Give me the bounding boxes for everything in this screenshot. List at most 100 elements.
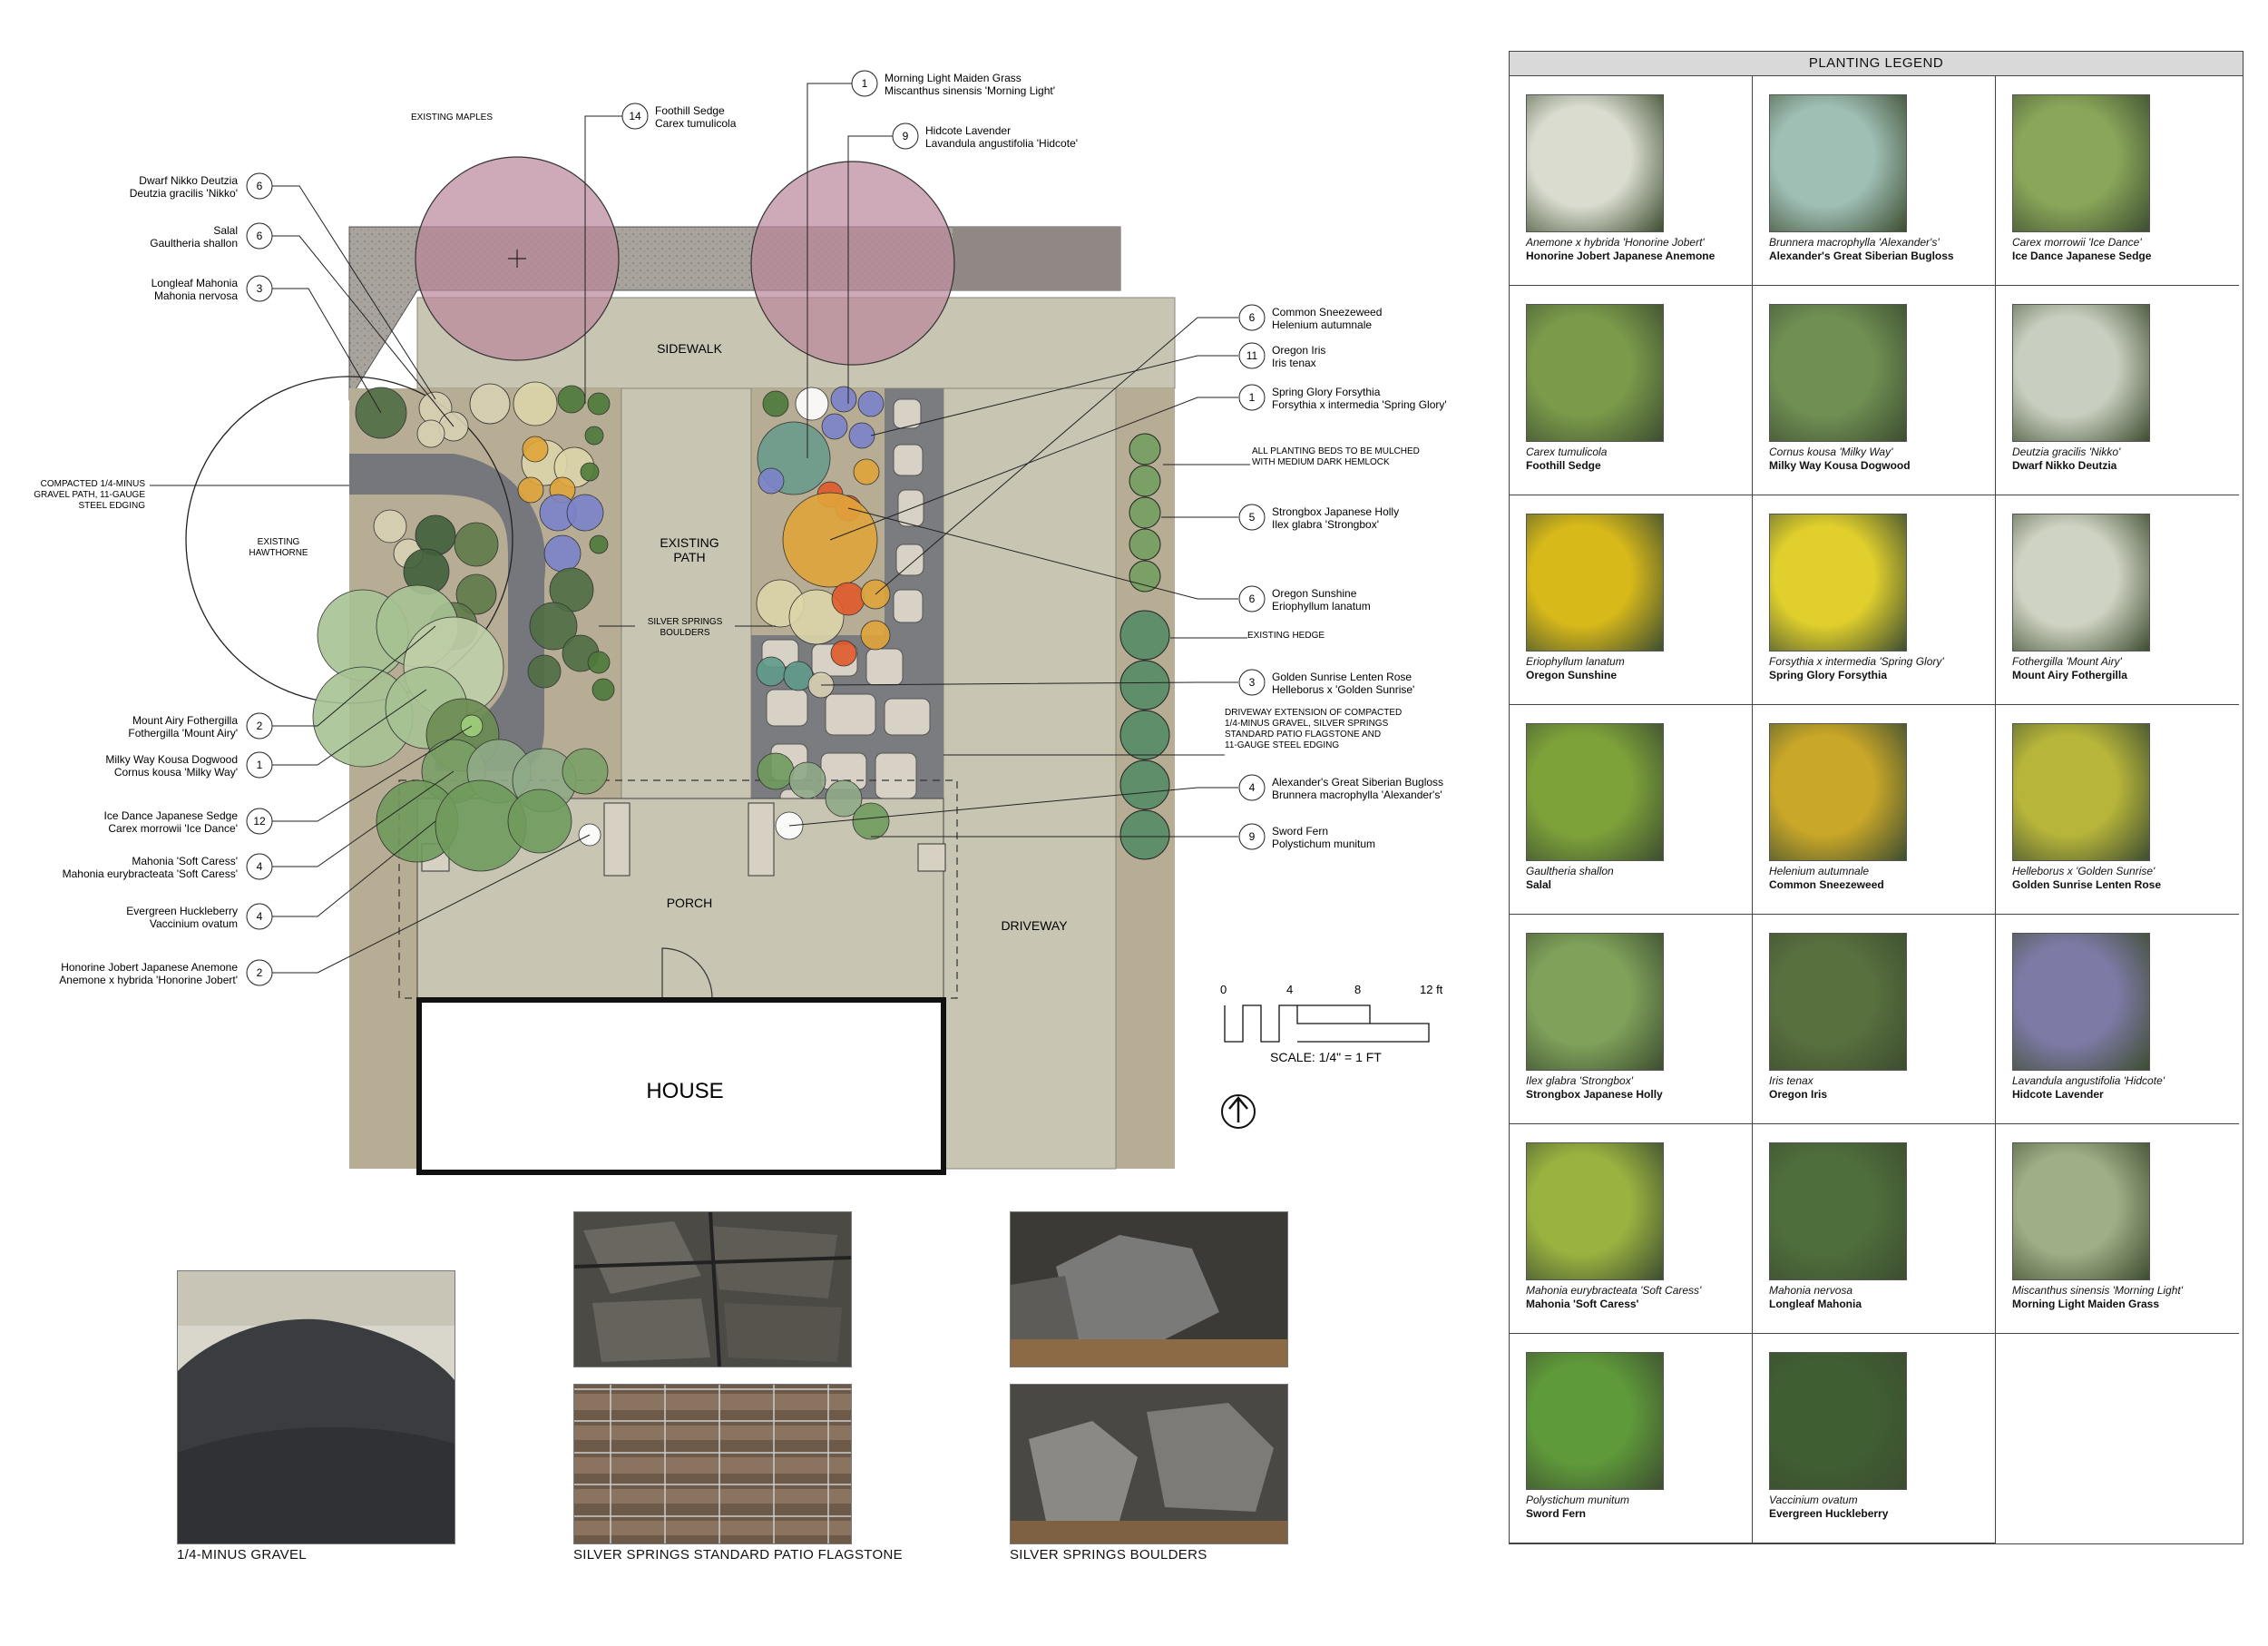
legend-grid: Anemone x hybrida 'Honorine Jobert'Honor… xyxy=(1510,76,2243,1543)
plant-symbols xyxy=(312,250,891,872)
north-arrow-icon xyxy=(1221,1094,1256,1129)
svg-text:11: 11 xyxy=(1246,349,1258,362)
svg-text:4: 4 xyxy=(257,910,263,923)
legend-botanical-name: Forsythia x intermedia 'Spring Glory' xyxy=(1769,655,1944,668)
legend-item: Cornus kousa 'Milky Way'Milky Way Kousa … xyxy=(1753,286,1996,495)
svg-text:Sword Fern: Sword Fern xyxy=(1272,825,1328,838)
gravel-photo xyxy=(177,1270,455,1544)
svg-text:Helenium autumnale: Helenium autumnale xyxy=(1272,318,1372,331)
holly-symbol xyxy=(1129,433,1161,465)
white-shrub-photo xyxy=(2012,304,2150,442)
holly-photo xyxy=(1526,933,1664,1071)
flagstone-photo-2 xyxy=(573,1384,852,1544)
plant-symbol xyxy=(562,748,609,795)
front-door xyxy=(661,947,713,999)
porch-post-left-1 xyxy=(603,802,631,877)
svg-text:2: 2 xyxy=(257,966,263,979)
svg-text:1: 1 xyxy=(257,759,263,771)
existing-maples-label: EXISTING MAPLES xyxy=(411,113,493,122)
mahonia-soft-caress-photo xyxy=(1526,1142,1664,1280)
svg-text:Lavandula angustifolia 'Hidcot: Lavandula angustifolia 'Hidcote' xyxy=(925,137,1078,150)
svg-text:Honorine Jobert Japanese Anemo: Honorine Jobert Japanese Anemone xyxy=(61,961,238,974)
plant-symbol xyxy=(373,509,407,544)
svg-text:6: 6 xyxy=(1249,593,1256,605)
dogwood-tree-photo xyxy=(1769,304,1907,442)
plant-symbol xyxy=(795,387,829,421)
plant-symbol xyxy=(517,476,544,504)
legend-title: PLANTING LEGEND xyxy=(1510,52,2243,76)
plant-symbol xyxy=(587,392,611,416)
legend-botanical-name: Anemone x hybrida 'Honorine Jobert' xyxy=(1526,236,1705,249)
legend-item: Brunnera macrophylla 'Alexander's'Alexan… xyxy=(1753,76,1996,286)
salal-photo xyxy=(1526,723,1664,861)
legend-item: Deutzia gracilis 'Nikko'Dwarf Nikko Deut… xyxy=(1996,286,2239,495)
plant-symbol xyxy=(507,789,572,854)
plant-symbol xyxy=(830,386,857,413)
legend-item: Carex morrowii 'Ice Dance'Ice Dance Japa… xyxy=(1996,76,2239,286)
plant-symbol xyxy=(469,383,511,425)
gravel-path xyxy=(349,454,546,771)
legend-botanical-name: Eriophyllum lanatum xyxy=(1526,655,1625,668)
svg-text:Fothergilla 'Mount Airy': Fothergilla 'Mount Airy' xyxy=(128,727,238,740)
svg-text:Evergreen Huckleberry: Evergreen Huckleberry xyxy=(126,905,238,917)
svg-text:Mount Airy Fothergilla: Mount Airy Fothergilla xyxy=(132,714,238,727)
svg-text:Mahonia eurybracteata 'Soft Ca: Mahonia eurybracteata 'Soft Caress' xyxy=(63,867,238,880)
svg-text:Deutzia gracilis 'Nikko': Deutzia gracilis 'Nikko' xyxy=(130,187,238,200)
porch-pier-right xyxy=(917,843,946,872)
existing-hedge xyxy=(1119,433,1170,860)
porch-post-left-2 xyxy=(748,802,775,877)
svg-text:1: 1 xyxy=(862,77,868,90)
svg-text:14: 14 xyxy=(629,110,641,122)
svg-text:Polystichum munitum: Polystichum munitum xyxy=(1272,838,1375,850)
legend-botanical-name: Helleborus x 'Golden Sunrise' xyxy=(2012,865,2156,877)
svg-text:Cornus kousa 'Milky Way': Cornus kousa 'Milky Way' xyxy=(114,766,238,779)
plant-symbol xyxy=(788,761,826,799)
plant-symbol xyxy=(821,413,848,440)
sneezeweed-photo xyxy=(1769,723,1907,861)
scale-tick-4: 4 xyxy=(1286,983,1293,996)
plant-symbol xyxy=(589,534,609,554)
house xyxy=(416,997,946,1175)
legend-botanical-name: Carex tumulicola xyxy=(1526,446,1608,458)
svg-text:Dwarf Nikko Deutzia: Dwarf Nikko Deutzia xyxy=(139,174,238,187)
svg-text:2: 2 xyxy=(257,720,263,732)
svg-text:Foothill Sedge: Foothill Sedge xyxy=(655,104,725,117)
forsythia-photo xyxy=(1769,514,1907,652)
svg-text:Morning Light Maiden Grass: Morning Light Maiden Grass xyxy=(885,72,1022,84)
lavender-photo xyxy=(2012,933,2150,1071)
legend-botanical-name: Cornus kousa 'Milky Way' xyxy=(1769,446,1893,458)
svg-text:9: 9 xyxy=(1249,830,1256,843)
legend-item: Miscanthus sinensis 'Morning Light'Morni… xyxy=(1996,1124,2239,1334)
parking-strip-right xyxy=(953,227,1120,290)
plant-symbol xyxy=(455,573,497,615)
legend-botanical-name: Vaccinium ovatum xyxy=(1769,1494,1858,1506)
legend-botanical-name: Carex morrowii 'Ice Dance' xyxy=(2012,236,2142,249)
plant-symbol xyxy=(513,381,558,426)
legend-botanical-name: Lavandula angustifolia 'Hidcote' xyxy=(2012,1074,2165,1087)
scale-tick-8: 8 xyxy=(1354,983,1361,996)
svg-text:6: 6 xyxy=(257,230,263,242)
plant-symbol xyxy=(831,582,865,616)
svg-text:Hidcote Lavender: Hidcote Lavender xyxy=(925,124,1011,137)
legend-item: Fothergilla 'Mount Airy'Mount Airy Fothe… xyxy=(1996,495,2239,705)
hellebore-photo xyxy=(2012,723,2150,861)
house-label: HOUSE xyxy=(646,1079,723,1103)
svg-text:12: 12 xyxy=(253,815,266,828)
planting-legend: PLANTING LEGEND Anemone x hybrida 'Honor… xyxy=(1509,51,2244,1544)
